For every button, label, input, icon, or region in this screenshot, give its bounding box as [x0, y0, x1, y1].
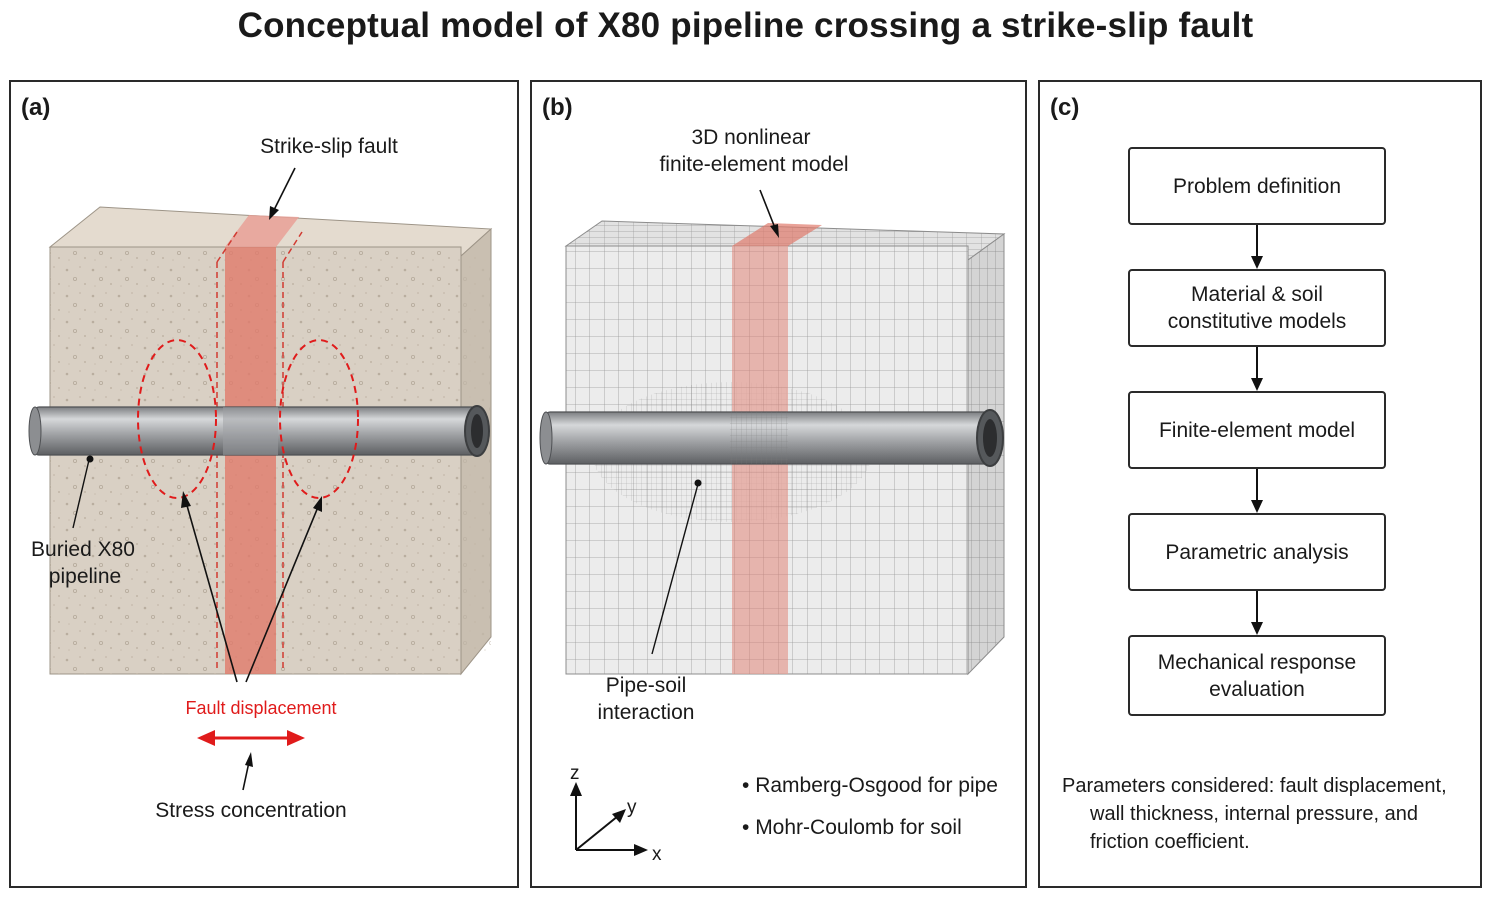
- fault-label: Strike-slip fault: [260, 135, 398, 158]
- bullet-text-pipe: Ramberg-Osgood for pipe: [755, 774, 998, 797]
- step-line: evaluation: [1209, 677, 1305, 701]
- parameters-note: Parameters considered: fault displacemen…: [1062, 772, 1472, 856]
- material-models-list: • Ramberg-Osgood for pipe • Mohr-Coulomb…: [742, 765, 998, 849]
- step-line: Problem definition: [1172, 174, 1342, 198]
- model-label-line2: finite-element model: [659, 153, 848, 176]
- stress-zone-left: [137, 339, 217, 499]
- stress-zone-right: [279, 339, 359, 499]
- displacement-arrow-left: [197, 730, 215, 746]
- flowchart-arrows: [1251, 224, 1263, 635]
- x-axis-arrow: [634, 844, 648, 856]
- y-axis-label: y: [627, 797, 637, 818]
- params-line2: wall thickness, internal pressure, and: [1090, 803, 1418, 825]
- bullet-text-soil: Mohr-Coulomb for soil: [755, 816, 962, 839]
- displacement-label: Fault displacement: [185, 698, 336, 718]
- model-label-line1: 3D nonlinear: [691, 126, 810, 149]
- panel-b: z y x 3D nonlinear finite-element model …: [530, 80, 1027, 888]
- displacement-arrow-right: [287, 730, 305, 746]
- fault-zone-top: [225, 215, 299, 247]
- z-axis-arrow: [570, 782, 582, 796]
- panel-b-label: (b): [542, 94, 573, 121]
- y-axis-arrow: [612, 809, 626, 823]
- step-line: Finite-element model: [1158, 418, 1356, 442]
- flow-step-problem-definition: Problem definition: [1128, 147, 1386, 225]
- panel-a-label: (a): [21, 94, 51, 121]
- flow-arrow-3: [1251, 500, 1263, 513]
- flow-step-constitutive-models: Material & soil constitutive models: [1128, 269, 1386, 347]
- panel-b-illustration: z y x 3D nonlinear finite-element model …: [539, 126, 1006, 865]
- figure-title: Conceptual model of X80 pipeline crossin…: [237, 6, 1254, 45]
- params-line1: Parameters considered: fault displacemen…: [1062, 775, 1447, 797]
- interaction-label-line2: interaction: [598, 701, 695, 724]
- flow-step-parametric-analysis: Parametric analysis: [1128, 513, 1386, 591]
- bullet-item: • Mohr-Coulomb for soil: [742, 816, 962, 839]
- panel-c-label: (c): [1050, 94, 1080, 121]
- flow-arrow-4: [1251, 622, 1263, 635]
- x-axis-label: x: [652, 844, 662, 865]
- step-line: Parametric analysis: [1165, 540, 1349, 564]
- panel-c: (c) Problem definition Material & soil co…: [1038, 80, 1482, 888]
- pipe-label-line2: pipeline: [49, 565, 121, 588]
- params-line3: friction coefficient.: [1090, 831, 1250, 853]
- step-line: Material & soil: [1191, 283, 1323, 306]
- stress-label: Stress concentration: [155, 799, 346, 822]
- flow-arrow-1: [1251, 256, 1263, 269]
- panel-a-illustration: Strike-slip fault Buried X80 pipeline Fa…: [28, 135, 493, 822]
- pipe-label-line1: Buried X80: [31, 538, 135, 561]
- step-line: Mechanical response: [1157, 650, 1357, 674]
- panel-a: Strike-slip fault Buried X80 pipeline Fa…: [9, 80, 519, 888]
- flow-arrow-2: [1251, 378, 1263, 391]
- fault-zone: [225, 247, 276, 674]
- interaction-label-line1: Pipe-soil: [606, 674, 687, 697]
- bullet-item: • Ramberg-Osgood for pipe: [742, 774, 998, 797]
- step-line: constitutive models: [1167, 310, 1347, 333]
- z-axis-label: z: [570, 763, 580, 784]
- flow-step-finite-element-model: Finite-element model: [1128, 391, 1386, 469]
- flow-step-mechanical-response: Mechanical response evaluation: [1128, 635, 1386, 716]
